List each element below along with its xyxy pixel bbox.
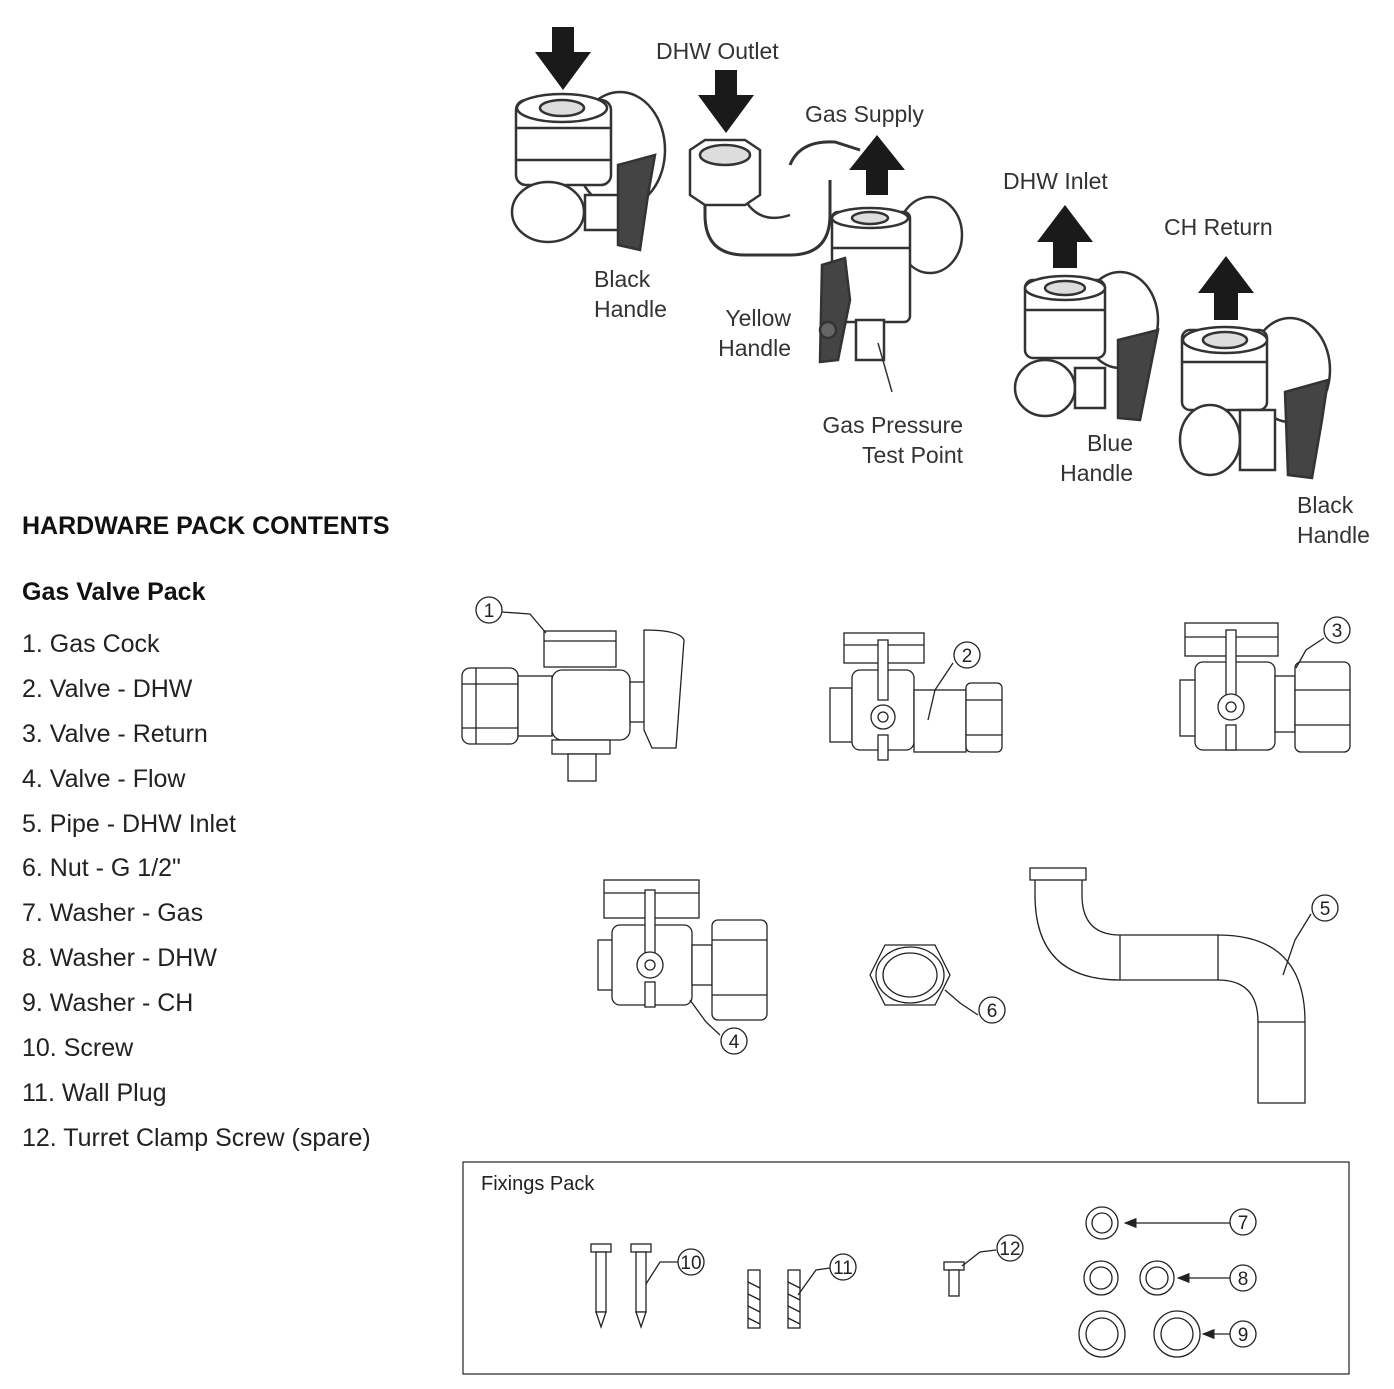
flow-arrows — [535, 27, 1254, 320]
label-gas-pressure-test-point: Gas Pressure Test Point — [822, 412, 963, 468]
label-black-handle-1: Black Handle — [594, 266, 667, 322]
list-item: 8. Washer - DHW — [22, 944, 217, 973]
list-item: 4. Valve - Flow — [22, 764, 186, 793]
arrow-up-gas-supply — [849, 135, 905, 195]
list-item: 10. Screw — [22, 1034, 134, 1063]
valve-black-handle-right — [1178, 316, 1332, 480]
callout-12-label: 12 — [999, 1239, 1020, 1260]
gas-valve-assembly — [688, 138, 964, 364]
page-heading: HARDWARE PACK CONTENTS — [22, 512, 390, 540]
list-item: 5. Pipe - DHW Inlet — [22, 809, 236, 838]
label-blue-handle: Blue Handle — [1060, 430, 1133, 486]
callout-11: 11 — [829, 1253, 857, 1281]
callout-9-label: 9 — [1238, 1325, 1249, 1346]
callout-6: 6 — [978, 996, 1006, 1024]
list-item: 7. Washer - Gas — [22, 899, 204, 928]
gas-valve-pack-heading: Gas Valve Pack — [22, 578, 206, 606]
callout-1: 1 — [475, 596, 503, 624]
part-8-washers-dhw — [1083, 1260, 1175, 1296]
part-3-valve-return — [1179, 622, 1351, 753]
arrow-down-dhw-outlet — [698, 70, 754, 133]
callout-6-label: 6 — [987, 1001, 998, 1022]
part-10-screws — [590, 1243, 652, 1330]
callout-7: 7 — [1229, 1208, 1257, 1236]
callout-8: 8 — [1229, 1264, 1257, 1292]
part-4-valve-flow — [597, 879, 768, 1021]
part-6-nut — [869, 944, 951, 1006]
test-point-leader — [877, 342, 893, 393]
arrow-down-left — [535, 27, 591, 90]
callout-7-label: 7 — [1238, 1213, 1249, 1234]
part-9-washers-ch — [1078, 1310, 1201, 1358]
callout-2: 2 — [953, 641, 981, 669]
arrow-up-ch-return — [1198, 256, 1254, 320]
callout-4: 4 — [720, 1027, 748, 1055]
part-12-turret-clamp-screw — [943, 1261, 965, 1297]
part-7-washer-gas — [1085, 1206, 1119, 1240]
callout-5-label: 5 — [1320, 899, 1331, 920]
callout-3: 3 — [1323, 616, 1351, 644]
label-ch-return: CH Return — [1164, 214, 1273, 240]
fixings-pack-title: Fixings Pack — [481, 1173, 595, 1195]
callout-5: 5 — [1311, 894, 1339, 922]
valve-blue-handle — [1013, 270, 1160, 422]
callout-10: 10 — [677, 1248, 705, 1276]
part-5-pipe-dhw-inlet — [1029, 867, 1306, 1104]
label-black-handle-2: Black Handle — [1297, 492, 1370, 548]
callout-10-label: 10 — [680, 1253, 701, 1274]
fixings-pack-frame — [462, 1161, 1350, 1375]
list-item: 11. Wall Plug — [22, 1078, 167, 1107]
list-item: 12. Turret Clamp Screw (spare) — [22, 1123, 371, 1152]
callout-3-label: 3 — [1332, 621, 1343, 642]
parts-list: 1. Gas Cock 2. Valve - DHW 3. Valve - Re… — [22, 622, 371, 1161]
callout-9: 9 — [1229, 1320, 1257, 1348]
callout-8-label: 8 — [1238, 1269, 1249, 1290]
list-item: 3. Valve - Return — [22, 719, 208, 748]
label-gas-supply: Gas Supply — [805, 101, 924, 127]
callout-1-label: 1 — [484, 601, 495, 622]
part-2-valve-dhw — [829, 632, 1003, 761]
list-item: 2. Valve - DHW — [22, 674, 193, 703]
label-dhw-outlet: DHW Outlet — [656, 38, 779, 64]
list-item: 6. Nut - G 1/2" — [22, 854, 181, 883]
list-item: 9. Washer - CH — [22, 989, 194, 1018]
callout-2-label: 2 — [962, 646, 973, 667]
label-dhw-inlet: DHW Inlet — [1003, 168, 1108, 194]
callout-11-label: 11 — [833, 1258, 853, 1279]
part-11-wall-plugs — [747, 1269, 801, 1329]
callout-12: 12 — [996, 1234, 1024, 1262]
list-item: 1. Gas Cock — [22, 630, 160, 658]
arrow-up-dhw-inlet — [1037, 205, 1093, 268]
label-yellow-handle: Yellow Handle — [718, 305, 791, 361]
part-1-gas-cock — [461, 629, 685, 782]
callout-4-label: 4 — [729, 1032, 740, 1053]
valve-black-handle-top — [510, 90, 667, 252]
